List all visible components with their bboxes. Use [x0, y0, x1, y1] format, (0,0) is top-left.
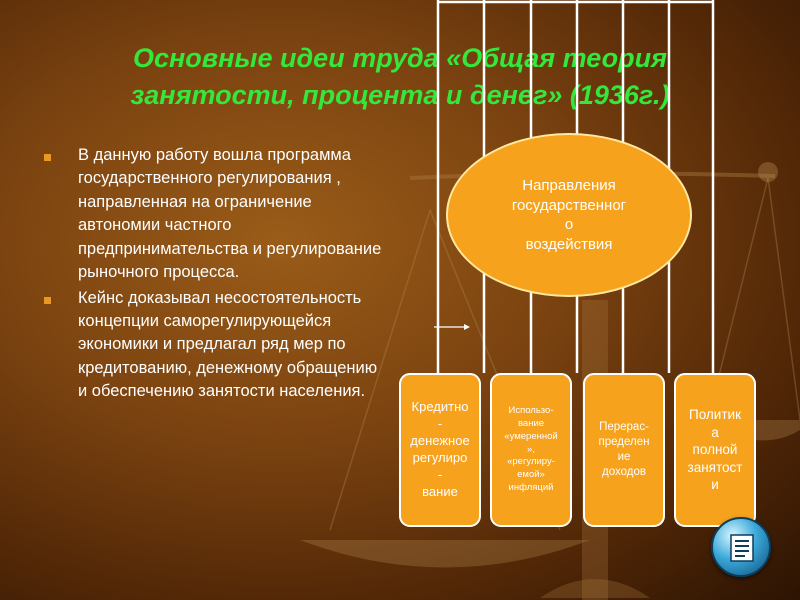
box-line: вание: [517, 417, 545, 429]
oval-line: Направления: [522, 177, 616, 194]
box-line: пределен: [598, 436, 650, 449]
oval-line: государственног: [511, 196, 627, 214]
box-line: »,: [527, 443, 535, 455]
box-line: Перерас-: [599, 421, 649, 434]
oval-line: о: [564, 216, 574, 233]
bullet-text: В данную работу вошла программа государс…: [78, 146, 382, 282]
bullet-list: В данную работу вошла программа государс…: [44, 144, 389, 406]
box-inflation: Использо- вание «умеренной », «регулиру-…: [490, 373, 572, 527]
box-redistribution: Перерас- пределен ие доходов: [583, 373, 665, 527]
oval-line: воздействия: [525, 235, 613, 253]
bullet-text: Кейнс доказывал несостоятельность концеп…: [78, 288, 378, 401]
arrow-icon: [434, 324, 470, 330]
box-line: ие: [617, 451, 631, 463]
box-full-employment: Политик а полной занятост и: [674, 373, 756, 527]
bullet-square-icon: [44, 296, 51, 304]
box-line: Политик: [689, 407, 741, 423]
box-line: вание: [422, 483, 458, 499]
box-line: доходов: [602, 465, 646, 478]
box-credit-monetary: Кредитно - денежное регулиро - вание: [399, 373, 481, 527]
document-icon: [730, 534, 754, 562]
box-line: а: [711, 424, 719, 440]
bullet-item: В данную работу вошла программа государс…: [44, 144, 389, 285]
central-oval: Направления государственног о воздействи…: [446, 133, 692, 297]
title-line-2: занятости, процента и денег» (1936г.): [130, 80, 670, 111]
box-line: регулиро: [412, 450, 468, 465]
box-line: «регулиру-: [507, 456, 555, 468]
bullet-item: Кейнс доказывал несостоятельность концеп…: [44, 287, 389, 404]
box-line: «умеренной: [504, 430, 558, 442]
box-line: инфляций: [508, 482, 554, 494]
box-line: -: [437, 466, 443, 482]
box-line: Кредитно: [411, 399, 469, 415]
box-line: емой»: [517, 469, 545, 481]
document-nav-button[interactable]: [711, 517, 771, 577]
box-line: и: [711, 477, 719, 493]
box-line: занятост: [687, 459, 743, 475]
box-line: денежное: [410, 433, 470, 449]
bullet-square-icon: [44, 154, 51, 161]
box-line: Использо-: [508, 405, 554, 417]
box-line: полной: [692, 442, 738, 458]
box-line: -: [437, 416, 443, 432]
